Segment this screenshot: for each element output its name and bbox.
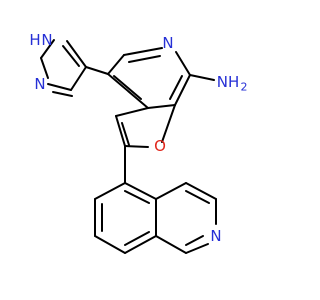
pyridine-n-label: N [162, 34, 173, 52]
bond-isoq-7 [155, 182, 187, 200]
bond-furan-1 [115, 107, 149, 117]
bond-pyr-3 [175, 51, 191, 76]
bond-pyr-5 [147, 104, 176, 109]
bond-pyrazole-3 [47, 83, 72, 91]
molecule-structure: N H N N NH 2 O N [29, 31, 248, 254]
bond-pyrazole-5b [62, 45, 80, 67]
bond-pyr-4 [174, 74, 191, 106]
bond-amine [189, 74, 215, 81]
bond-furan-2b [121, 122, 130, 146]
atom-labels: N H N N NH 2 O N [29, 31, 247, 245]
bond-pyrazole-4 [70, 66, 87, 91]
bond-pyr-2b [128, 55, 161, 63]
bond-furan-4 [161, 104, 176, 143]
bond-pyr-6 [107, 73, 149, 109]
bond-isoq-4b [124, 231, 150, 246]
bond-isoq-8b [185, 190, 210, 204]
bond-pyrazole-5 [66, 40, 87, 68]
bonds [40, 39, 217, 254]
bond-isoq-3 [94, 235, 126, 254]
bond-pyrazole-2 [40, 57, 49, 79]
bond-isoq-10 [185, 243, 209, 254]
bond-pyr-6b [113, 75, 142, 100]
bond-isoq-1 [94, 182, 126, 200]
bond-isoq-10b [185, 235, 204, 246]
bond-isoq-4 [124, 235, 157, 254]
bond-isoq-6 [124, 182, 157, 200]
bond-furan-3 [124, 145, 149, 148]
bond-isoq-8 [185, 182, 217, 200]
bond-pyrazole-1 [40, 39, 55, 59]
pyrazole-n-label: N [34, 75, 45, 93]
bond-furan-2 [115, 115, 126, 147]
bond-pyr-1 [107, 54, 125, 75]
bond-isoq-6b [124, 190, 150, 204]
pyrazole-h-label: H [29, 31, 40, 49]
bond-isoq-11 [155, 235, 187, 254]
bond-pyr-4b [169, 75, 183, 100]
bond-pyr-2 [123, 47, 163, 56]
pyrazole-nh-label: N [41, 31, 52, 49]
bond-pyrazole-core [85, 66, 109, 75]
isoquinoline-n-label: N [210, 227, 221, 245]
amine-label: NH [217, 73, 240, 91]
bond-pyrazole-3b [52, 91, 73, 97]
amine-subscript: 2 [241, 81, 248, 94]
furan-o-label: O [154, 137, 166, 155]
